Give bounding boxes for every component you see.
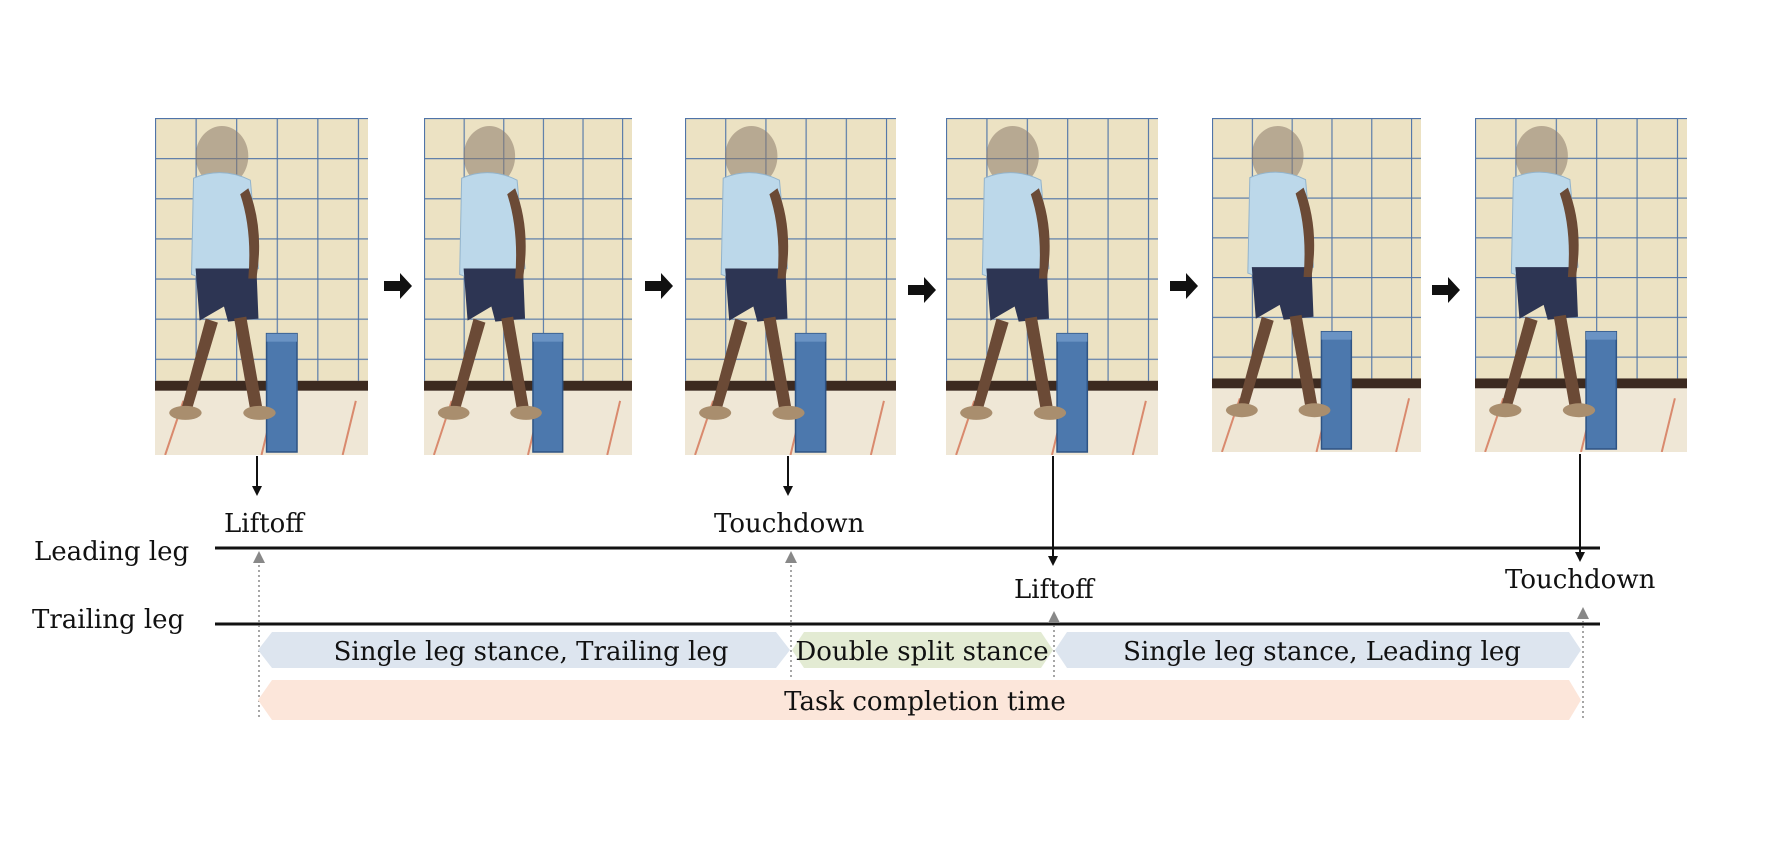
frame-4 — [946, 118, 1158, 455]
frame-6 — [1475, 118, 1687, 452]
trailing-leg-label: Trailing leg — [32, 605, 184, 635]
phase-task-time — [258, 680, 1581, 720]
sequence-arrow-icon — [384, 273, 412, 299]
frame-2 — [424, 118, 632, 455]
phase-single-trailing — [258, 632, 790, 668]
event-guides — [258, 560, 1584, 718]
sequence-arrow-icon — [645, 273, 673, 299]
sequence-arrow-icon — [908, 277, 936, 303]
frame-5 — [1212, 118, 1421, 452]
frame-1 — [155, 118, 368, 455]
leading-touchdown-label: Touchdown — [714, 509, 865, 539]
phase-single-leading — [1055, 632, 1581, 668]
sequence-arrow-icon — [1170, 273, 1198, 299]
phase-double-split-label: Double split stance — [795, 637, 1048, 667]
leading-liftoff-label: Liftoff — [224, 509, 306, 539]
phase-task-time-label: Task completion time — [784, 687, 1066, 717]
frame-3 — [685, 118, 896, 455]
phase-double-split — [792, 632, 1053, 668]
leading-leg-label: Leading leg — [34, 537, 189, 567]
phase-single-leading-label: Single leg stance, Leading leg — [1123, 637, 1521, 667]
phase-single-trailing-label: Single leg stance, Trailing leg — [334, 637, 729, 667]
trailing-liftoff-label: Liftoff — [1014, 575, 1096, 605]
sequence-arrow-icon — [1432, 277, 1460, 303]
event-marker-icon — [253, 551, 1589, 623]
trailing-touchdown-label: Touchdown — [1505, 565, 1656, 595]
